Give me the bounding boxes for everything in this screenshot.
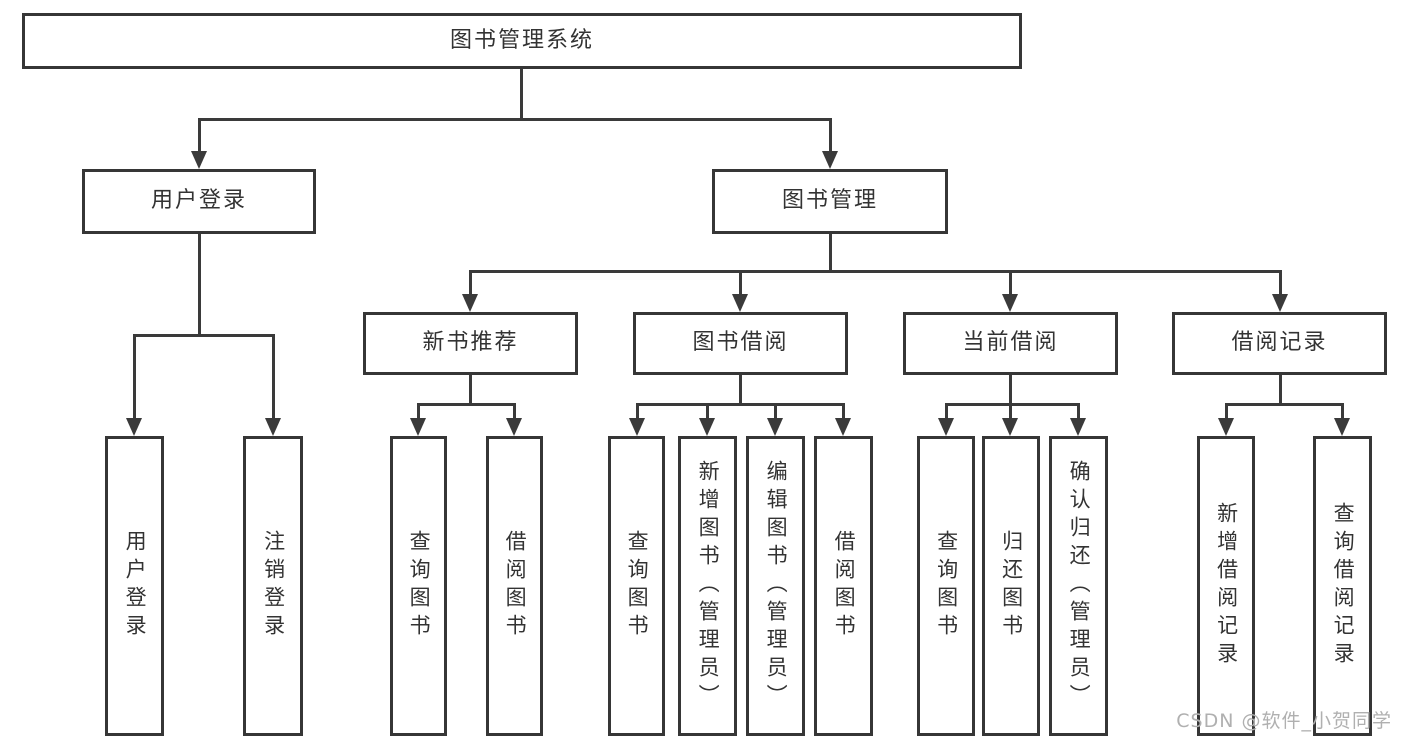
connector bbox=[774, 404, 777, 419]
arrow-down bbox=[629, 418, 645, 436]
arrow-down bbox=[938, 418, 954, 436]
connector bbox=[469, 271, 472, 295]
connector bbox=[636, 403, 845, 406]
arrow-down bbox=[822, 151, 838, 169]
leaf-query-books-current: 查询图书 bbox=[917, 436, 975, 736]
arrow-down bbox=[410, 418, 426, 436]
leaf-logout: 注销登录 bbox=[243, 436, 303, 736]
connector bbox=[1225, 404, 1228, 419]
leaf-add-books-admin: 新增图书（管理员） bbox=[678, 436, 737, 736]
node-user-login: 用户登录 bbox=[82, 169, 316, 234]
connector bbox=[829, 234, 832, 272]
node-library-system: 图书管理系统 bbox=[22, 13, 1022, 69]
arrow-down bbox=[732, 294, 748, 312]
leaf-borrow-books-recommend: 借阅图书 bbox=[486, 436, 543, 736]
node-new-book-recommendation: 新书推荐 bbox=[363, 312, 578, 375]
arrow-down bbox=[1272, 294, 1288, 312]
leaf-confirm-return-admin: 确认归还（管理员） bbox=[1049, 436, 1108, 736]
connector bbox=[1279, 271, 1282, 295]
node-book-management: 图书管理 bbox=[712, 169, 948, 234]
leaf-query-books-borrowing: 查询图书 bbox=[608, 436, 665, 736]
connector bbox=[842, 404, 845, 419]
connector bbox=[198, 118, 832, 121]
connector bbox=[1279, 375, 1282, 405]
node-book-borrowing: 图书借阅 bbox=[633, 312, 848, 375]
arrow-down bbox=[191, 151, 207, 169]
connector bbox=[469, 375, 472, 405]
connector bbox=[1009, 271, 1012, 295]
arrow-down bbox=[835, 418, 851, 436]
leaf-add-borrow-record: 新增借阅记录 bbox=[1197, 436, 1255, 736]
connector bbox=[1009, 404, 1012, 419]
arrow-down bbox=[462, 294, 478, 312]
connector bbox=[198, 234, 201, 336]
connector bbox=[133, 335, 136, 419]
arrow-down bbox=[126, 418, 142, 436]
connector bbox=[417, 404, 420, 419]
connector bbox=[945, 403, 1080, 406]
connector bbox=[739, 271, 742, 295]
leaf-borrow-books-borrowing: 借阅图书 bbox=[814, 436, 873, 736]
connector bbox=[1341, 404, 1344, 419]
arrow-down bbox=[1334, 418, 1350, 436]
connector bbox=[417, 403, 516, 406]
node-borrowing-records: 借阅记录 bbox=[1172, 312, 1387, 375]
csdn-watermark: CSDN @软件_小贺同学 bbox=[1176, 710, 1392, 732]
leaf-query-borrow-record: 查询借阅记录 bbox=[1313, 436, 1372, 736]
connector bbox=[1077, 404, 1080, 419]
connector bbox=[198, 118, 201, 152]
connector bbox=[469, 270, 1282, 273]
arrow-down bbox=[767, 418, 783, 436]
connector bbox=[272, 335, 275, 419]
connector bbox=[636, 404, 639, 419]
arrow-down bbox=[506, 418, 522, 436]
arrow-down bbox=[1218, 418, 1234, 436]
node-current-borrowing: 当前借阅 bbox=[903, 312, 1118, 375]
leaf-edit-books-admin: 编辑图书（管理员） bbox=[746, 436, 805, 736]
connector bbox=[706, 404, 709, 419]
connector bbox=[513, 404, 516, 419]
connector bbox=[945, 404, 948, 419]
leaf-query-books-recommend: 查询图书 bbox=[390, 436, 447, 736]
connector bbox=[1225, 403, 1344, 406]
arrow-down bbox=[1002, 294, 1018, 312]
connector bbox=[133, 334, 275, 337]
leaf-return-books: 归还图书 bbox=[982, 436, 1040, 736]
connector bbox=[1009, 375, 1012, 405]
arrow-down bbox=[1002, 418, 1018, 436]
connector bbox=[520, 69, 523, 119]
arrow-down bbox=[699, 418, 715, 436]
connector bbox=[829, 118, 832, 152]
leaf-user-login: 用户登录 bbox=[105, 436, 164, 736]
arrow-down bbox=[265, 418, 281, 436]
arrow-down bbox=[1070, 418, 1086, 436]
connector bbox=[739, 375, 742, 405]
